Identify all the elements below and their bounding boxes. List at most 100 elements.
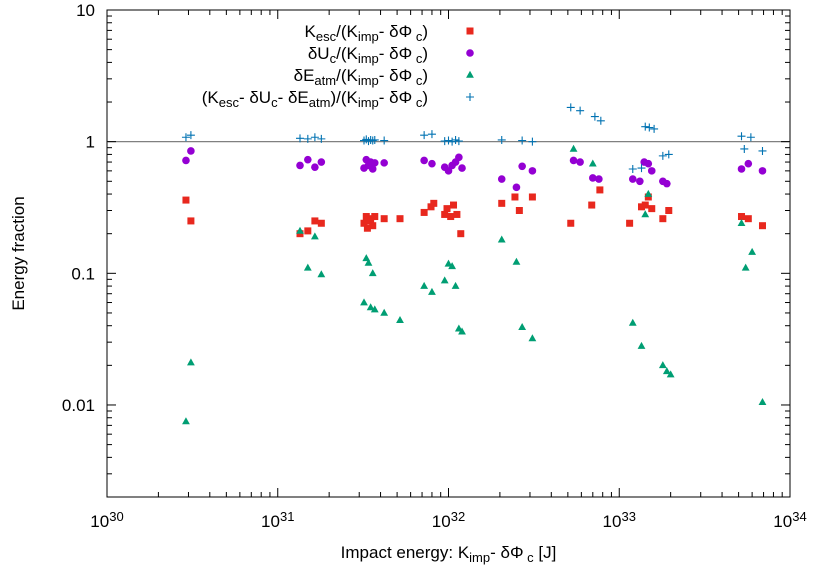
du-c-point [595, 175, 603, 183]
de-atm-point [187, 358, 195, 366]
de-atm-point [628, 318, 637, 326]
plot-frame [106, 9, 791, 498]
de-atm-point [182, 417, 190, 425]
residual-point [497, 135, 506, 144]
k-esc-point [369, 222, 377, 230]
x-tick-label: 1030 [90, 509, 123, 531]
du-c-point [497, 175, 506, 183]
k-esc-point [515, 206, 523, 214]
du-c-point [663, 179, 671, 188]
legend-label: δEatm/(Kimp- δΦ c) [294, 66, 428, 88]
du-c-point [444, 167, 453, 175]
y-tick-label: 0.01 [62, 396, 95, 415]
k-esc-point [450, 201, 458, 209]
x-tick-label: 1032 [432, 509, 465, 531]
du-c-point [758, 167, 767, 175]
y-tick-label: 0.1 [71, 264, 95, 283]
k-esc-point [457, 230, 465, 238]
du-c-point [636, 177, 644, 186]
de-atm-point [748, 247, 757, 255]
residual-point [454, 137, 463, 146]
de-atm-point [303, 263, 312, 271]
de-atm-point [396, 316, 404, 324]
residual-point [451, 135, 460, 144]
series-triangle [182, 144, 767, 425]
k-esc-point [659, 215, 667, 223]
residual-point [448, 137, 457, 146]
de-atm-point [360, 298, 368, 306]
residual-point [746, 133, 755, 142]
residual-point [420, 131, 429, 140]
k-esc-point [447, 213, 455, 221]
k-esc-point [638, 203, 646, 211]
residual-point [528, 137, 537, 146]
legend-label: (Kesc- δUc- δEatm)/(Kimp- δΦ c) [202, 88, 428, 110]
de-atm-point [666, 370, 675, 378]
de-atm-point [317, 270, 326, 278]
de-atm-point [440, 276, 449, 284]
k-esc-point [588, 201, 596, 209]
k-esc-point [311, 217, 319, 225]
k-esc-point [567, 219, 575, 227]
k-esc-point [738, 213, 746, 221]
de-atm-point [364, 258, 373, 266]
de-atm-point [588, 159, 597, 167]
residual-point [628, 164, 637, 173]
de-atm-point [569, 144, 578, 152]
k-esc-point [758, 222, 766, 230]
residual-point [370, 135, 379, 144]
legend-marker [466, 93, 474, 101]
residual-point [658, 151, 667, 160]
x-axis-title: Impact energy: Kimp- δΦ c [J] [341, 543, 557, 565]
residual-point [380, 136, 389, 145]
plot-area [106, 9, 791, 498]
k-esc-point [367, 217, 375, 225]
du-c-point [182, 156, 190, 165]
residual-point [758, 146, 767, 155]
k-esc-point [498, 199, 506, 207]
de-atm-point [420, 281, 429, 289]
de-atm-point [528, 334, 537, 342]
de-atm-point [658, 361, 667, 369]
k-esc-point [396, 215, 404, 223]
de-atm-point [497, 235, 506, 243]
de-atm-point [662, 367, 671, 375]
du-c-point [589, 174, 597, 182]
k-esc-point [641, 201, 649, 209]
k-esc-point [380, 215, 388, 223]
residual-point [641, 122, 650, 131]
residual-point [518, 136, 527, 145]
residual-point [364, 137, 373, 146]
series-square [182, 186, 766, 238]
residual-point [317, 134, 326, 143]
de-atm-point [458, 327, 466, 335]
du-c-point [187, 147, 195, 155]
de-atm-point [448, 262, 457, 270]
k-esc-point [744, 215, 752, 223]
k-esc-point [187, 217, 195, 225]
residual-point [645, 123, 654, 132]
x-tick-label: 1034 [773, 509, 806, 531]
de-atm-point [641, 210, 650, 218]
de-atm-point [454, 324, 463, 332]
du-c-point [512, 183, 521, 192]
residual-point [444, 136, 453, 145]
legend-marker [466, 70, 474, 78]
du-c-point [428, 159, 436, 168]
de-atm-point [737, 219, 746, 227]
de-atm-point [310, 232, 319, 240]
de-atm-point [637, 341, 646, 349]
k-esc-point [182, 196, 190, 204]
residual-point [737, 132, 746, 141]
k-esc-point [665, 206, 673, 214]
residual-point [440, 137, 449, 146]
k-esc-point [360, 219, 368, 227]
k-esc-point [644, 193, 652, 201]
residual-point [740, 144, 749, 153]
k-esc-point [528, 193, 536, 201]
legend-label: δUc/(Kimp- δΦ c) [308, 44, 428, 66]
y-tick-label: 10 [76, 1, 95, 20]
du-c-point [370, 159, 379, 167]
y-tick-label: 1 [86, 133, 95, 152]
